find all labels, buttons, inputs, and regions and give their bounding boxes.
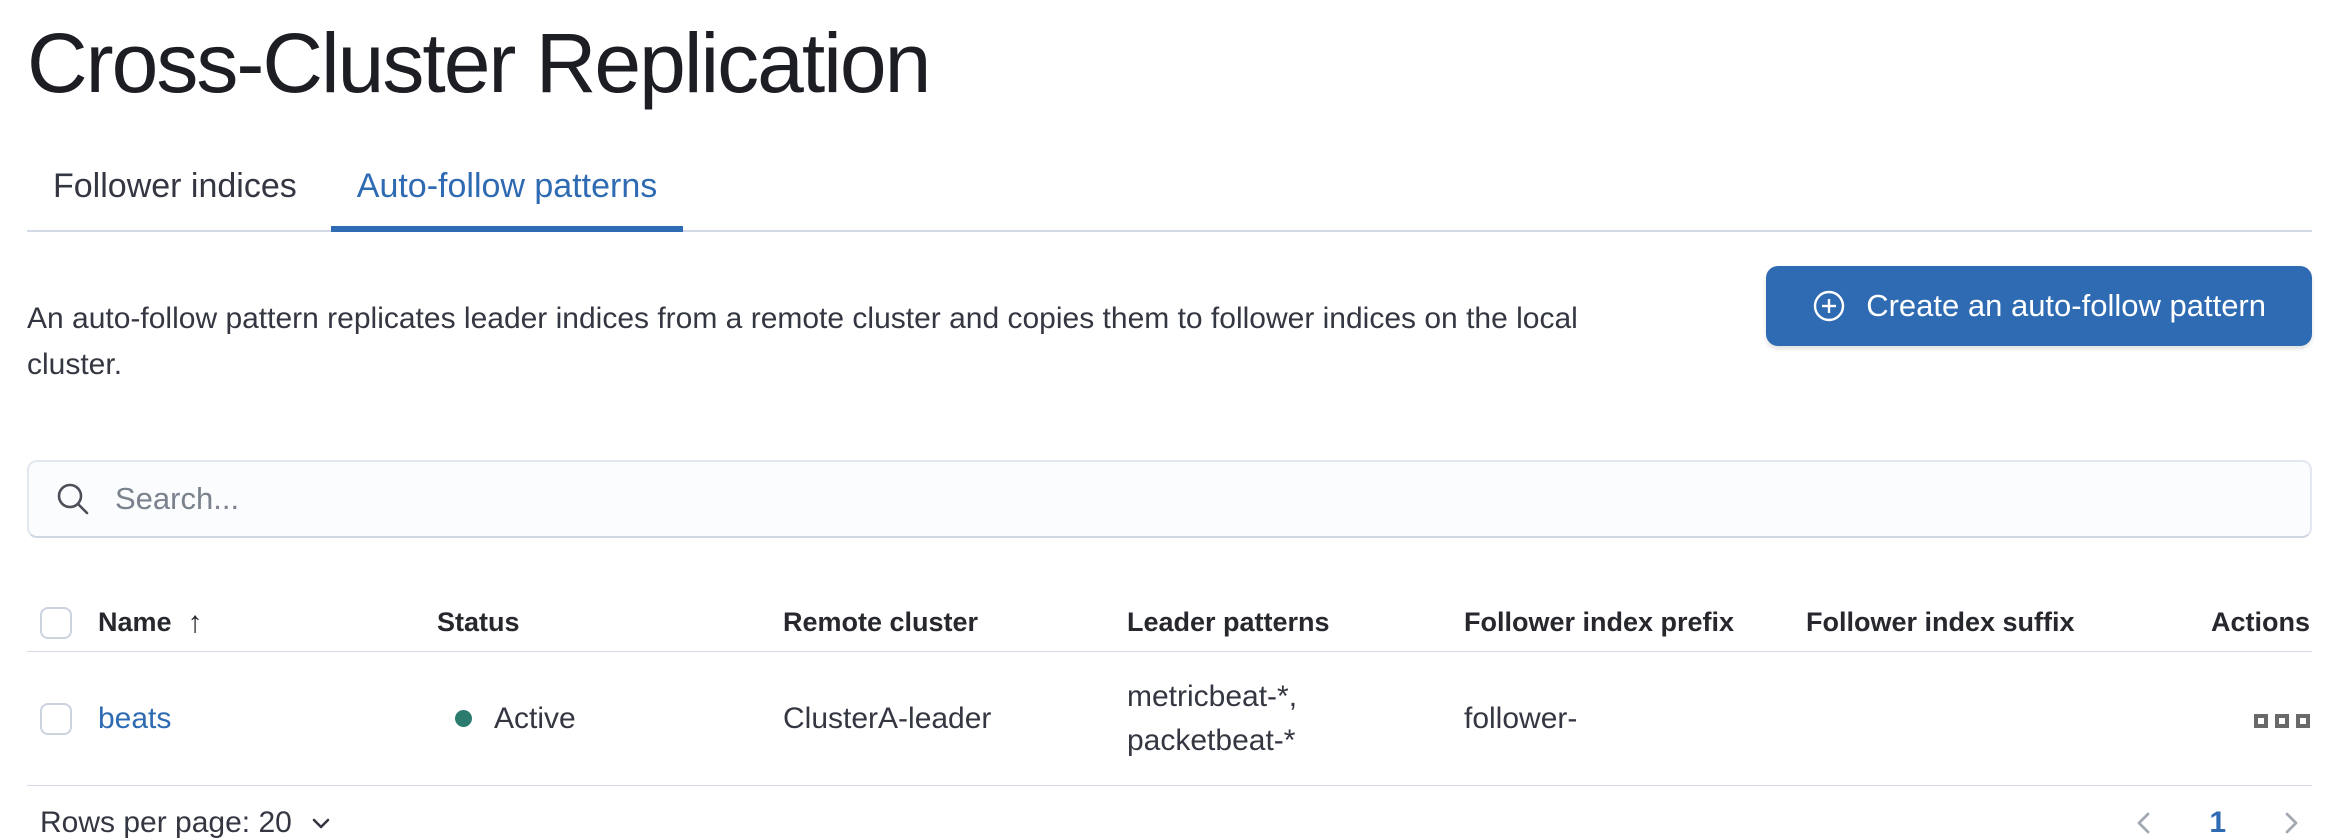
cell-status: Active — [437, 702, 783, 736]
column-header-name[interactable]: Name ↑ — [98, 605, 203, 639]
cell-leader-patterns: metricbeat-*, packetbeat-* — [1127, 679, 1298, 757]
pattern-name-link[interactable]: beats — [98, 701, 172, 735]
page-title: Cross-Cluster Replication — [27, 16, 931, 110]
boxes-horizontal-icon[interactable] — [2254, 713, 2310, 728]
previous-page-button[interactable] — [2131, 808, 2157, 838]
create-auto-follow-pattern-button[interactable]: Create an auto-follow pattern — [1766, 266, 2312, 347]
search-bar — [27, 460, 2312, 539]
column-header-remote-cluster: Remote cluster — [783, 607, 979, 638]
row-checkbox[interactable] — [40, 702, 72, 735]
search-input[interactable] — [113, 480, 2284, 519]
table-footer: Rows per page: 20 1 — [27, 806, 2312, 840]
header-checkbox-cell — [27, 606, 98, 639]
cross-cluster-replication-page: Cross-Cluster Replication Follower indic… — [0, 16, 2336, 840]
plus-in-circle-icon — [1812, 289, 1846, 323]
magnifier-icon — [55, 481, 91, 517]
next-page-button[interactable] — [2278, 808, 2304, 838]
arrow-up-icon: ↑ — [187, 605, 203, 639]
create-button-label: Create an auto-follow pattern — [1866, 288, 2266, 324]
cell-name: beats — [98, 702, 437, 736]
pagination: 1 — [2131, 806, 2312, 840]
column-header-leader-patterns: Leader patterns — [1127, 607, 1330, 638]
cell-remote-cluster: ClusterA-leader — [783, 701, 992, 735]
tab-auto-follow-patterns-label: Auto-follow patterns — [356, 167, 658, 206]
status-active-dot-icon — [455, 710, 472, 728]
intro-section: An auto-follow pattern replicates leader… — [27, 266, 2312, 418]
table-header-row: Name ↑ Status Remote cluster Leader patt… — [27, 594, 2312, 653]
cell-follower-index-prefix: follower- — [1464, 701, 1578, 735]
tab-auto-follow-patterns[interactable]: Auto-follow patterns — [330, 166, 684, 233]
column-header-actions: Actions — [2210, 607, 2310, 638]
tabs-bar: Follower indices Auto-follow patterns — [27, 166, 2312, 233]
chevron-down-icon — [308, 810, 334, 836]
cell-actions — [2254, 702, 2312, 736]
column-header-status: Status — [437, 607, 520, 638]
table-row-beats: beats Active ClusterA-leader metricbeat-… — [27, 652, 2312, 787]
column-header-follower-index-prefix: Follower index prefix — [1464, 607, 1735, 638]
tab-follower-indices-label: Follower indices — [53, 167, 297, 206]
auto-follow-patterns-table: Name ↑ Status Remote cluster Leader patt… — [27, 594, 2312, 787]
row-checkbox-cell — [27, 702, 98, 735]
rows-per-page-label: Rows per page: 20 — [40, 806, 292, 840]
page-number-current[interactable]: 1 — [2209, 806, 2226, 840]
column-header-follower-index-suffix: Follower index suffix — [1806, 607, 2075, 638]
chevron-right-icon — [2278, 808, 2304, 838]
tab-follower-indices[interactable]: Follower indices — [27, 166, 323, 230]
rows-per-page-button[interactable]: Rows per page: 20 — [27, 806, 334, 840]
select-all-checkbox[interactable] — [40, 606, 72, 639]
status-label: Active — [494, 701, 576, 735]
intro-description: An auto-follow pattern replicates leader… — [27, 302, 1578, 382]
chevron-left-icon — [2131, 808, 2157, 838]
